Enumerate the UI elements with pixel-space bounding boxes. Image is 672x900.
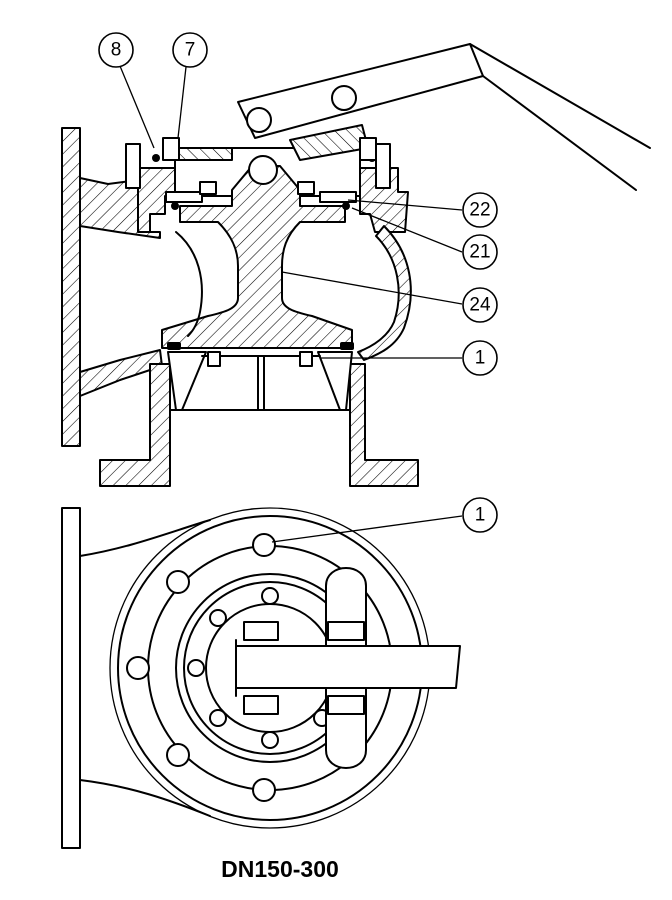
callout-1-top: 1: [320, 340, 498, 376]
section-view: [61, 43, 651, 487]
svg-text:7: 7: [185, 40, 196, 61]
drawing-caption: DN150-300: [221, 856, 339, 882]
svg-text:1: 1: [475, 505, 486, 526]
lever-bar-plan: [235, 645, 461, 689]
svg-text:21: 21: [469, 242, 490, 263]
outlet-wall-right: [349, 363, 419, 487]
callout-1-bottom: 1: [271, 497, 498, 543]
lever-arm-extension: [469, 43, 651, 191]
inlet-upper-wall: [79, 177, 161, 239]
side-flange: [61, 127, 81, 447]
callout-22: 22: [347, 192, 498, 228]
cover-bolts: [125, 137, 391, 367]
cover-lid-hatched: [174, 147, 233, 161]
valve-disc: [161, 165, 353, 349]
callout-8: 8: [98, 32, 155, 149]
svg-text:1: 1: [475, 348, 486, 369]
plan-view: [61, 507, 461, 849]
plan-side-flange: [61, 507, 81, 849]
svg-text:24: 24: [469, 295, 491, 316]
svg-text:22: 22: [469, 200, 490, 221]
callout-7: 7: [172, 32, 208, 139]
callout-21: 21: [351, 207, 498, 270]
callout-24: 24: [281, 271, 498, 323]
svg-text:8: 8: [111, 40, 122, 61]
lever-arm: [237, 43, 484, 139]
body-bowl: [357, 225, 412, 361]
